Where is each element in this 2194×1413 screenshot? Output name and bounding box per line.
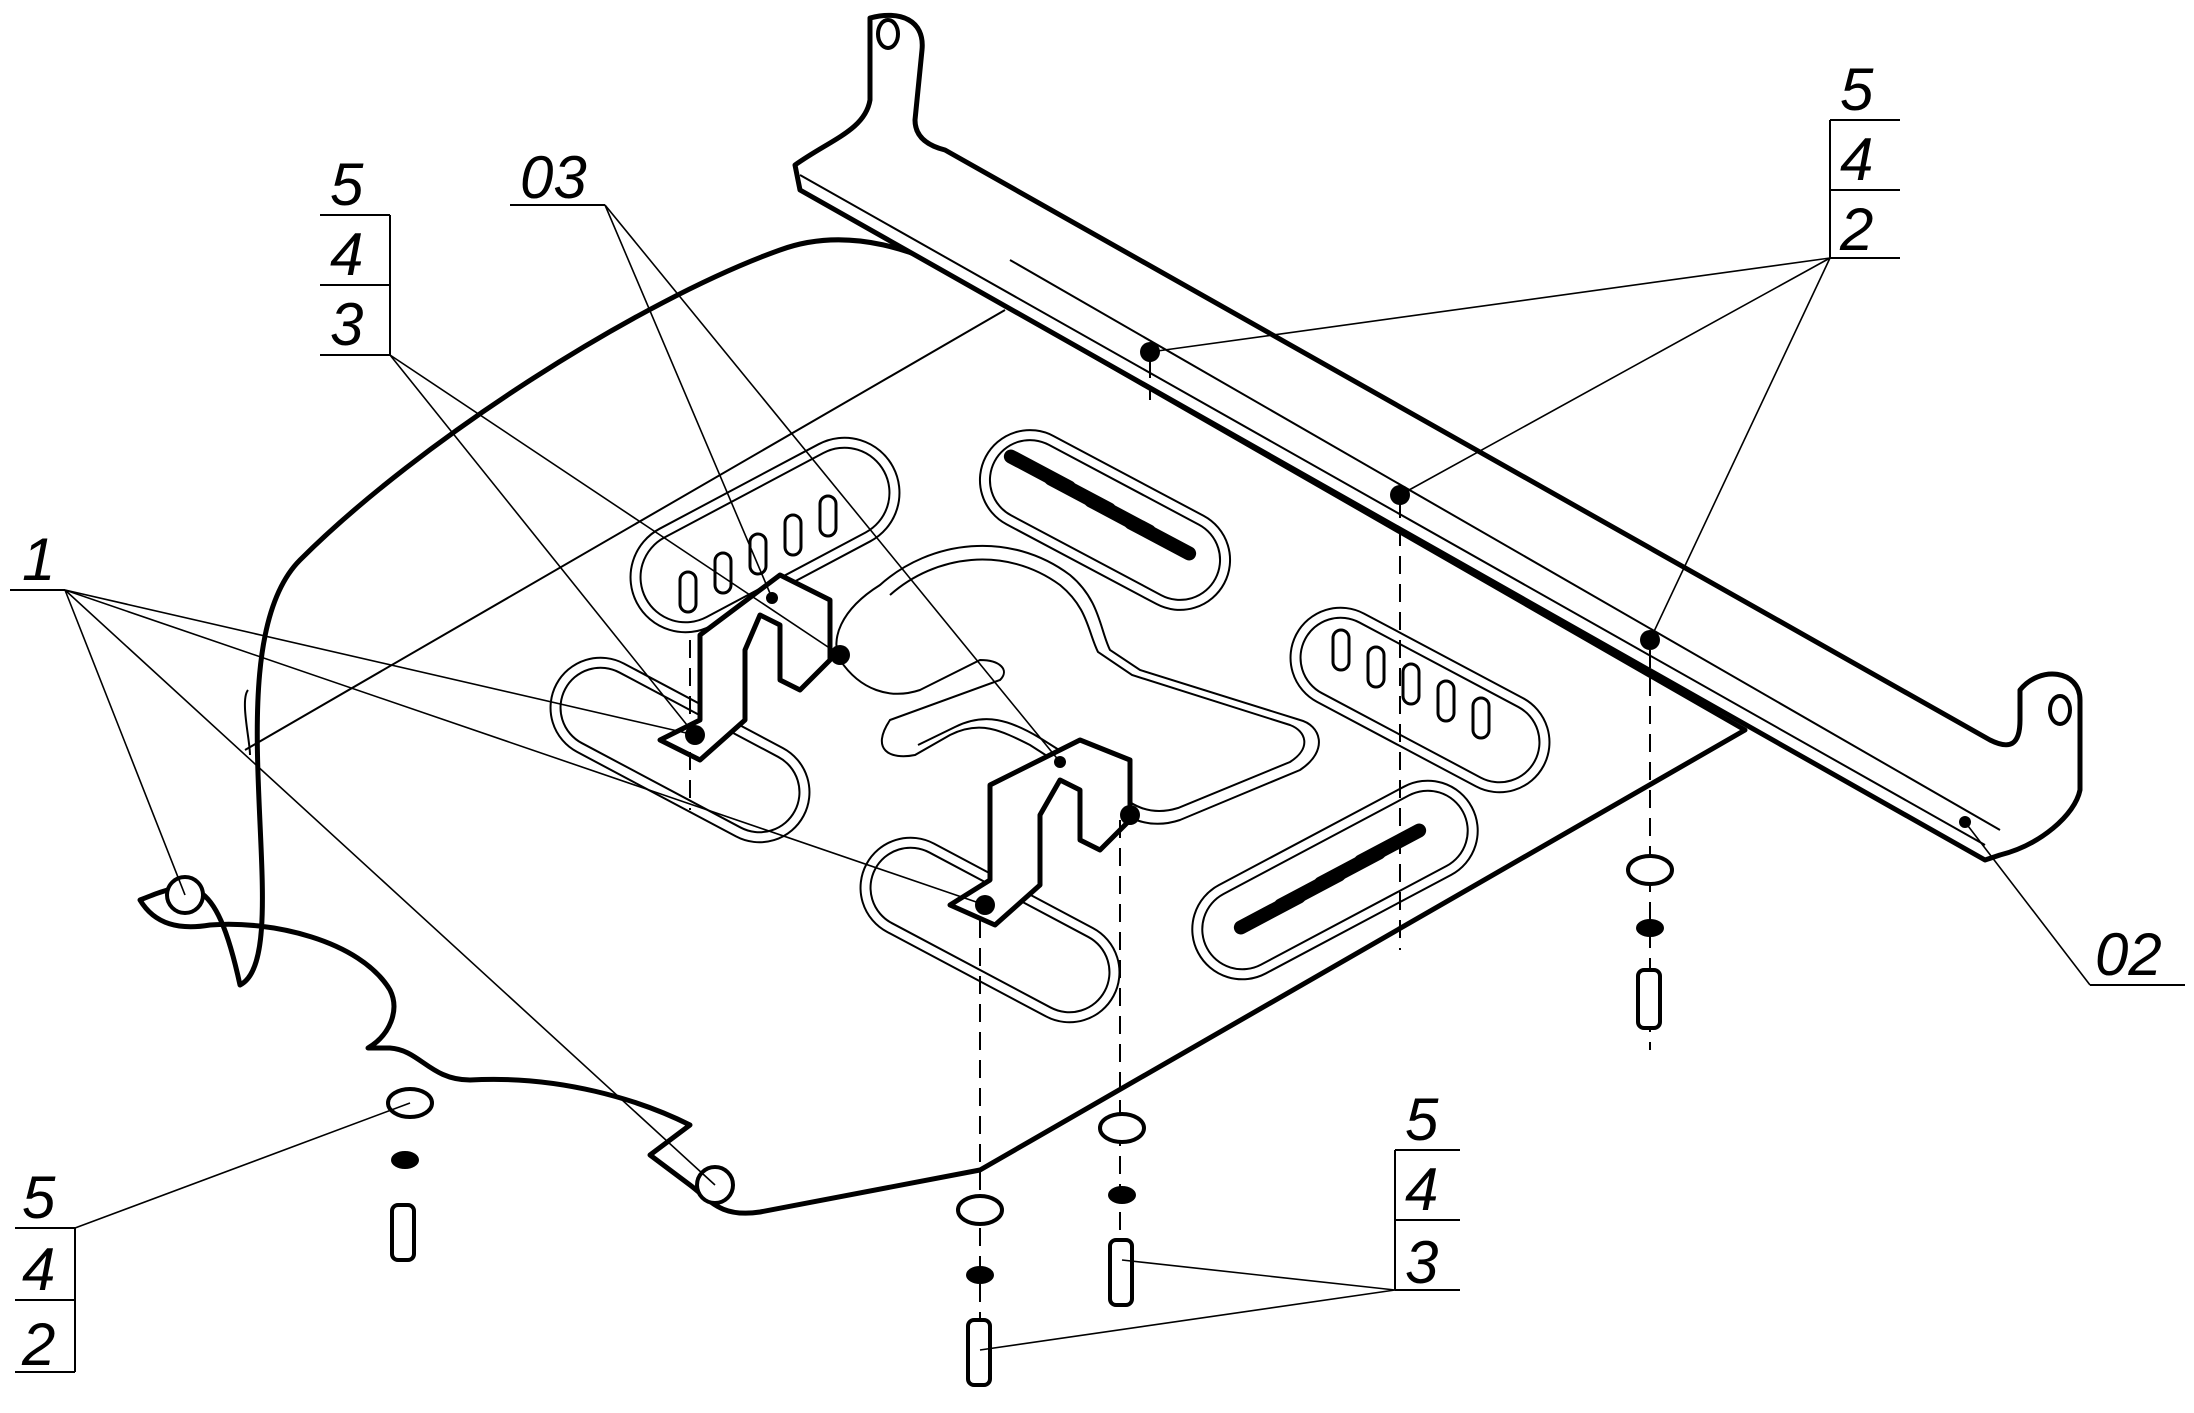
svg-text:03: 03 (520, 144, 587, 211)
svg-text:4: 4 (1840, 126, 1873, 193)
svg-text:4: 4 (1405, 1156, 1438, 1223)
callout-bottom-left: 5 4 2 (15, 1164, 76, 1378)
svg-text:1: 1 (22, 526, 55, 593)
bracket-03-upper (657, 572, 850, 763)
leader-lines (64, 204, 2091, 1351)
svg-text:5: 5 (22, 1164, 56, 1231)
svg-text:4: 4 (330, 221, 363, 288)
callout-part-1: 1 (10, 526, 65, 593)
callout-part-03: 03 (510, 144, 605, 211)
svg-text:5: 5 (1405, 1086, 1439, 1153)
callout-bottom-center: 5 4 3 (1394, 1086, 1460, 1296)
callout-top-left: 5 4 3 (320, 151, 391, 358)
svg-text:2: 2 (1839, 196, 1873, 263)
svg-text:4: 4 (22, 1236, 55, 1303)
bracket-03-lower (947, 737, 1140, 928)
svg-text:3: 3 (1405, 1229, 1438, 1296)
svg-text:5: 5 (1840, 56, 1874, 123)
svg-text:2: 2 (21, 1311, 55, 1378)
hardware-stack-bottom-left (386, 1087, 434, 1262)
slot-lower-right (1191, 779, 1479, 981)
hardware-stack-center-right (1098, 1112, 1146, 1307)
slot-top-left (629, 436, 901, 634)
slot-right (1289, 606, 1551, 794)
callout-top-right: 5 4 2 (1829, 56, 1900, 263)
slot-top-center (978, 429, 1232, 611)
svg-text:3: 3 (330, 291, 363, 358)
hardware-stack-right (1626, 854, 1674, 1030)
svg-text:5: 5 (330, 151, 364, 218)
svg-text:02: 02 (2095, 921, 2162, 988)
callout-part-02: 02 (2090, 921, 2185, 988)
skid-plate (137, 237, 1748, 1216)
cross-member-02 (792, 12, 2083, 863)
hardware-stack-center-left (956, 1194, 1004, 1387)
